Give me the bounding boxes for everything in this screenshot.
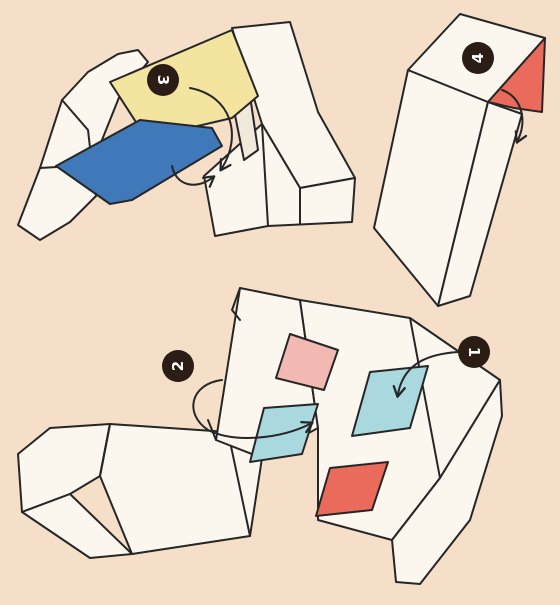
step-1-number: 1 [465, 347, 483, 357]
step-3-number: 3 [154, 75, 172, 85]
step-3-badge: 3 [147, 64, 179, 96]
step-2-number: 2 [169, 361, 187, 371]
unfolded-box: 1 2 [18, 288, 502, 584]
step-4-box: 4 [374, 14, 545, 306]
step-2-badge: 2 [162, 350, 194, 382]
step-4-badge: 4 [462, 42, 494, 74]
step-3-box: 3 [18, 22, 355, 240]
step-1-badge: 1 [458, 336, 490, 368]
step-4-number: 4 [469, 53, 487, 63]
